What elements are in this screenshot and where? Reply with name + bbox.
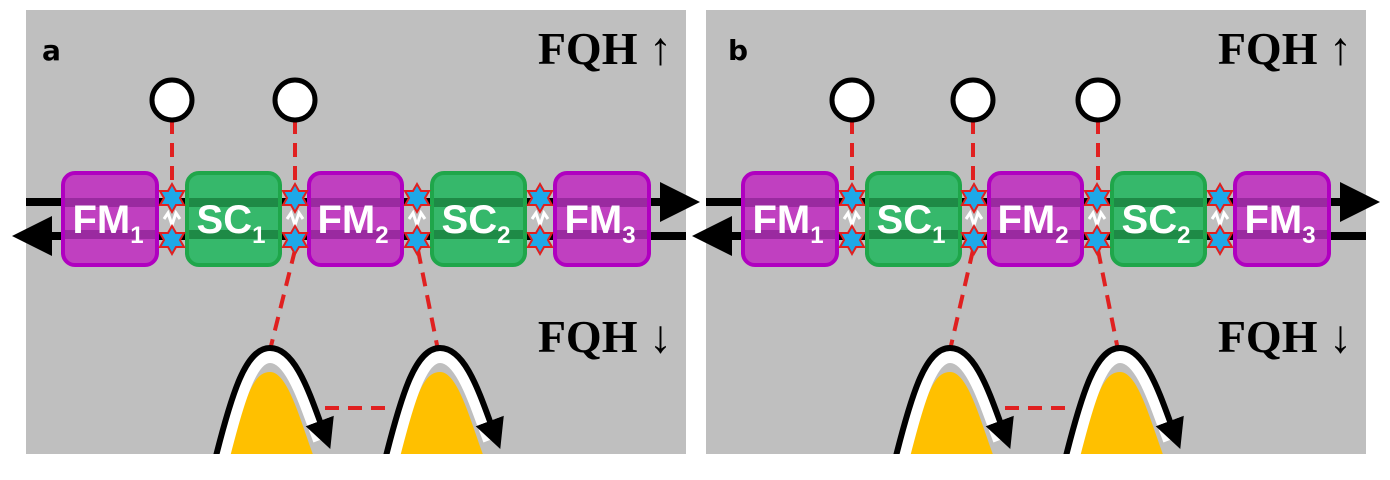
svg-text:FM2: FM2 [997,198,1068,249]
panel-b-interface-1 [839,183,865,255]
panel-b: b FQH ↑ FQH ↓ FM1 SC1 [692,10,1380,454]
panel-a-fqh-bottom: FQH ↓ [538,311,672,362]
panel-b-interface-4 [1207,183,1233,255]
panel-a-box-fm2-label: FM [317,198,375,242]
panel-a-box-fm2: FM2 [307,171,404,267]
panel-a-box-fm3-sub: 3 [622,222,635,249]
panel-b-box-fm3-sub: 3 [1302,222,1315,249]
panel-b-box-fm3-label: FM [1244,198,1302,242]
panel-b-interface-2 [961,183,987,255]
panel-a-interface-2 [282,183,308,255]
panel-b-box-sc1: SC1 [865,171,962,267]
panel-a: a FQH ↑ FQH ↓ FM1 SC1 [12,10,700,454]
panel-b-box-fm2: FM2 [987,171,1084,267]
panel-a-label: a [42,34,61,67]
panel-b-qubit-2 [950,77,996,123]
svg-text:SC2: SC2 [1122,198,1191,249]
panel-b-box-fm1: FM1 [741,171,839,267]
panel-b-interface-3 [1084,183,1110,255]
svg-text:FM1: FM1 [752,198,823,249]
panel-a-fqh-top: FQH ↑ [538,23,672,74]
panel-b-humps [893,344,1184,454]
panel-b-box-fm1-label: FM [752,198,810,242]
panel-b-qubit-1 [829,77,875,123]
panel-a-box-sc2-sub: 2 [497,222,510,249]
panel-b-box-sc1-label: SC [877,198,933,242]
panel-a-box-fm3: FM3 [553,171,651,267]
panel-b-hump-2 [1063,344,1184,454]
panel-a-interface-1 [159,183,185,255]
panel-a-box-sc1-sub: 1 [252,222,265,249]
svg-text:FM3: FM3 [1244,198,1315,249]
panel-a-interface-3 [404,183,430,255]
panel-a-hump-1 [213,344,334,454]
panel-a-qubit-2 [272,77,318,123]
panel-a-box-sc1: SC1 [185,171,282,267]
panel-a-box-sc2: SC2 [430,171,527,267]
panel-b-fqh-bottom: FQH ↓ [1218,311,1352,362]
panel-b-box-sc2: SC2 [1110,171,1207,267]
panel-b-hump-1 [893,344,1014,454]
panel-b-box-fm1-sub: 1 [810,222,823,249]
svg-text:SC2: SC2 [442,198,511,249]
panel-a-box-sc2-label: SC [442,198,498,242]
panel-b-box-sc1-sub: 1 [932,222,945,249]
panel-a-interfaces [159,183,553,255]
panel-a-box-fm3-label: FM [564,198,622,242]
panel-a-box-fm1-label: FM [72,198,130,242]
panel-b-interfaces [839,183,1233,255]
svg-text:FM1: FM1 [72,198,143,249]
panel-a-humps [213,344,504,454]
panel-a-box-fm1: FM1 [61,171,159,267]
panel-b-box-sc2-label: SC [1122,198,1178,242]
panel-a-box-sc1-label: SC [197,198,253,242]
panel-a-qubit-1 [149,77,195,123]
svg-text:SC1: SC1 [877,198,946,249]
svg-text:FM3: FM3 [564,198,635,249]
svg-text:FM2: FM2 [317,198,388,249]
panel-b-fqh-top: FQH ↑ [1218,23,1352,74]
panel-a-hump-2 [383,344,504,454]
svg-text:SC1: SC1 [197,198,266,249]
panel-a-box-fm1-sub: 1 [130,222,143,249]
panel-b-box-fm2-label: FM [997,198,1055,242]
panel-a-interface-4 [527,183,553,255]
panel-b-box-sc2-sub: 2 [1177,222,1190,249]
panel-b-box-fm2-sub: 2 [1055,222,1068,249]
panel-b-label: b [728,34,748,67]
panel-b-box-fm3: FM3 [1233,171,1331,267]
panel-b-qubit-3 [1075,77,1121,123]
panel-a-box-fm2-sub: 2 [375,222,388,249]
panel-b-dashed-connections [850,120,1120,410]
panel-a-dashed-connections [170,120,440,410]
